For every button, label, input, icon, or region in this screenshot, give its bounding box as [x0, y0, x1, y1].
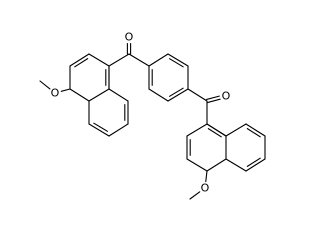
bond-single-26: [189, 191, 201, 200]
bond-double-outer-37: [206, 123, 227, 137]
bond-single-10: [60, 88, 71, 92]
bond-single-7: [108, 88, 129, 102]
bond-double-inner-27: [74, 58, 89, 68]
bond-single-17: [186, 123, 208, 137]
bond-single-22: [225, 123, 247, 137]
atom-label-layer: O O O O: [51, 31, 231, 195]
bond-single-2: [88, 53, 110, 67]
bond-single-12: [148, 53, 169, 67]
bond-carbonyl-a-39: [206, 98, 221, 104]
bond-double-outer-32: [167, 88, 189, 102]
bond-double-inner-29: [93, 122, 108, 132]
atom-o-carbonyl-top: O: [125, 31, 134, 44]
atom-o-carbonyl-bottom: O: [222, 90, 231, 103]
bond-single-21: [206, 158, 227, 172]
bond-single-14: [148, 88, 169, 102]
bond-carbonyl-b-39: [206, 95, 220, 101]
bond-single-18: [186, 158, 208, 172]
bond-double-inner-32: [169, 87, 184, 97]
atom-o-methoxy-bottom: O: [201, 182, 210, 195]
bond-single-0: [108, 53, 130, 67]
bond-double-outer-36: [245, 158, 266, 172]
bond-single-4: [88, 88, 110, 102]
bond-single-24: [225, 158, 247, 172]
bond-single-1: [128, 53, 150, 67]
bond-double-inner-31: [169, 58, 184, 68]
bond-double-inner-36: [246, 157, 261, 167]
bond-layer: [39, 42, 266, 200]
bond-double-outer-35: [245, 123, 266, 137]
bond-single-25: [205, 170, 208, 183]
bond-double-outer-31: [167, 53, 189, 67]
bond-double-outer-29: [88, 123, 110, 137]
bond-double-inner-37: [207, 128, 222, 138]
chemical-structure: O O O O: [39, 31, 266, 200]
bond-single-6: [69, 88, 90, 102]
bond-single-15: [187, 88, 208, 102]
bond-single-11: [39, 80, 51, 90]
bond-double-inner-35: [246, 128, 261, 138]
bond-single-8: [108, 123, 129, 137]
atom-o-methoxy-top: O: [51, 87, 60, 100]
bond-double-outer-27: [69, 53, 90, 67]
